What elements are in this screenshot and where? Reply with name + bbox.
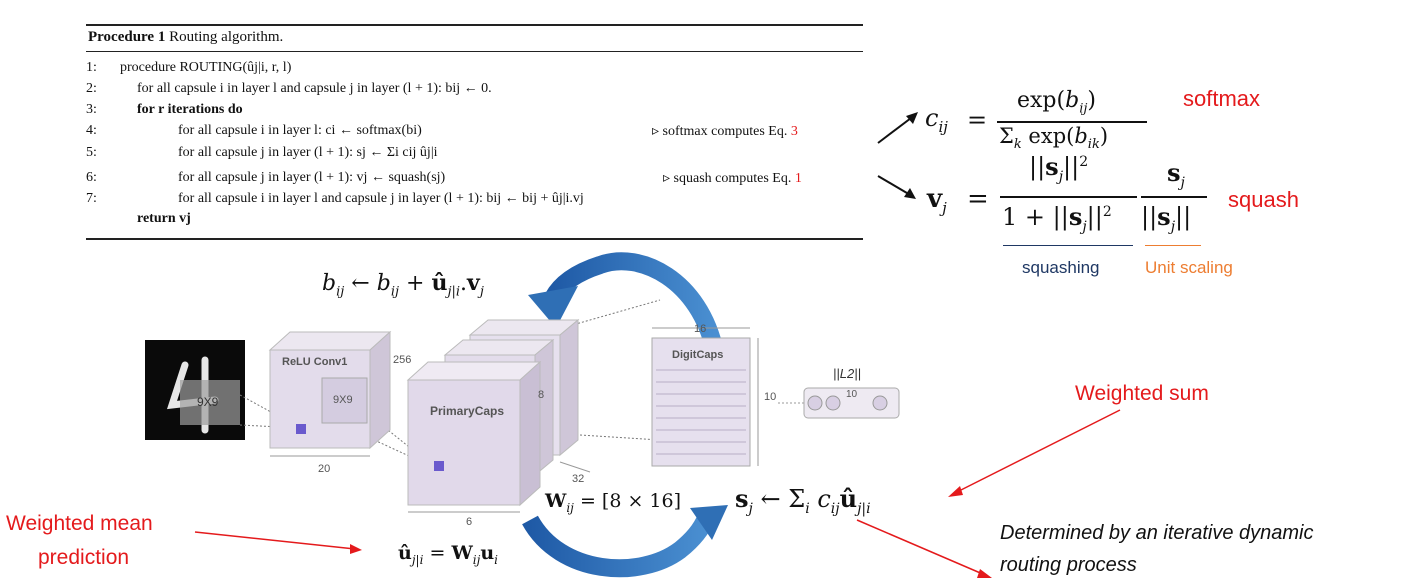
line-number: 6: [86,170,97,185]
primarycaps-label: PrimaryCaps [430,404,504,418]
l2-label: ||L2|| [833,366,861,381]
routing-arrow-top [528,252,724,355]
header-bold: Procedure 1 [88,29,166,45]
digitcaps-width: 16 [694,323,706,335]
update-rule: bij ← bij + ûj|i.vj [322,270,484,300]
l2-count: 10 [846,389,858,400]
squash-equation: vj = ||sj||2 1 + ||sj||2 sj ||sj|| [927,152,1227,252]
squashing-caption: squashing [1022,258,1100,277]
algorithm-line-7: for all capsule i in layer l and capsule… [178,191,584,206]
routing-arrow-bottom [522,505,728,578]
algorithm-line-3: for r iterations do [137,102,243,117]
primarycaps-depth: 8 [538,389,544,401]
arrow-to-squash [877,175,916,199]
l2-norm-block: ||L2|| 10 [803,366,900,419]
digitcaps-height: 10 [764,391,776,403]
conv1-width: 20 [318,463,330,475]
conv1-label: ReLU Conv1 [282,356,347,368]
weighted-sum-equation: sj ← Σi cijûj|i [735,484,871,517]
algorithm-line-6: for all capsule j in layer (l + 1): vj ←… [178,170,446,185]
conv1-depth: 256 [393,354,411,366]
relu-conv1-block: ReLU Conv1 256 9X9 20 [268,330,411,475]
algorithm-header: Procedure 1 Routing algorithm. [88,29,283,46]
digitcaps-block: 16 DigitCaps 10 [651,323,808,467]
digitcaps-label: DigitCaps [672,349,723,361]
squashing-underline [1003,245,1133,246]
softmax-equation: cij = exp(bij) Σk exp(bik) [925,88,1160,152]
bottom-rule [86,238,863,240]
capsnet-diagram: 9X9 ReLU Conv1 256 9X9 20 PrimaryCaps 8 [145,252,900,578]
header-rule [86,51,863,52]
routing-note-line2: routing process [1000,554,1137,576]
line-number: 5: [86,145,97,160]
conv1-kernel: 9X9 [333,394,353,406]
header-rest: Routing algorithm. [169,29,284,45]
algorithm-line-1: procedure ROUTING(ûj|i, r, l) [120,60,292,75]
weight-matrix-label: Wij = [8 × 16] [545,490,681,515]
weighted-mean-label-line1: Weighted mean [6,512,153,535]
top-rule [86,24,863,26]
comment-softmax: ▹ softmax computes Eq. 3 [652,124,798,139]
primarycaps-block: PrimaryCaps 8 6 32 [406,318,591,528]
primarycaps-width: 6 [466,516,472,528]
line-number: 4: [86,123,97,138]
weighted-mean-label-line2: prediction [38,546,130,569]
input-kernel-label: 9X9 [197,395,219,409]
comment-squash: ▹ squash computes Eq. 1 [663,171,802,186]
input-digit-image: 9X9 [145,340,245,440]
algorithm-return: return vj [137,211,191,226]
unit-scaling-underline [1145,245,1201,246]
primarycaps-count: 32 [572,473,584,485]
algorithm-line-2: for all capsule i in layer l and capsule… [137,81,492,96]
squash-label: squash [1228,187,1299,212]
arrow-weighted-sum [948,409,1121,497]
equations-svg [877,112,918,199]
weighted-sum-label: Weighted sum [1075,382,1209,405]
line-number: 1: [86,60,97,75]
algorithm-line-5: for all capsule j in layer (l + 1): sj ←… [178,145,438,160]
unit-scaling-caption: Unit scaling [1145,258,1233,277]
arrow-to-softmax [877,112,918,144]
line-number: 7: [86,191,97,206]
eq-ref-3: 3 [790,124,798,139]
algorithm-line-4: for all capsule i in layer l: ci ← softm… [178,123,422,138]
routing-note-line1: Determined by an iterative dynamic [1000,522,1314,544]
line-number: 3: [86,102,97,117]
softmax-label: softmax [1183,86,1261,111]
prediction-equation: ûj|i = Wijui [398,542,499,567]
eq-ref-1: 1 [794,171,802,186]
line-number: 2: [86,81,97,96]
